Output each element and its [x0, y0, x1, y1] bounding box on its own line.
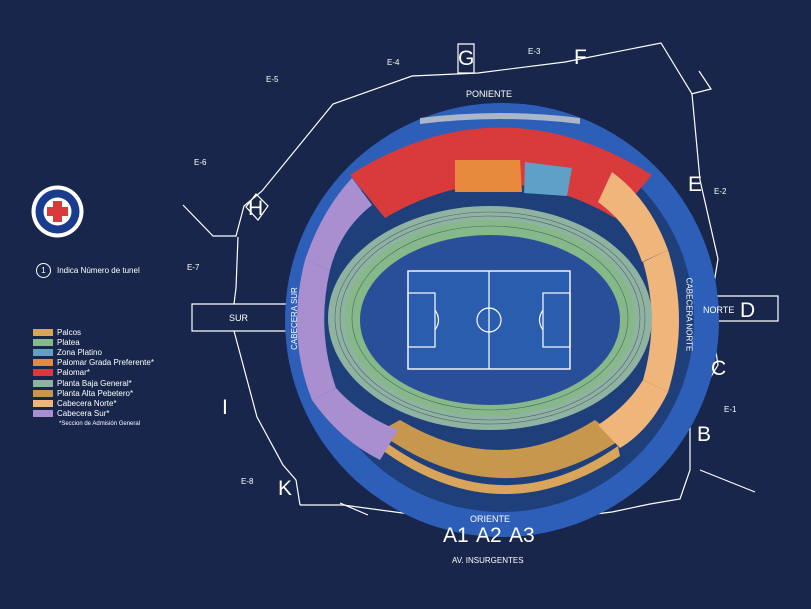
legend-swatch [33, 399, 53, 407]
legend-swatch [33, 328, 53, 336]
legend-item: Platea [33, 337, 154, 347]
legend-item: Planta Baja General* [33, 378, 154, 388]
legend-item: Cabecera Norte* [33, 398, 154, 408]
tunnel-note-text: Indica Número de tunel [57, 266, 140, 275]
label-norte: NORTE [703, 305, 735, 315]
gate-c[interactable]: C [711, 357, 727, 380]
entry-e5: E-5 [266, 75, 279, 84]
club-logo [31, 185, 84, 238]
pitch-lines [407, 271, 571, 369]
tunnel-note: 1 Indica Número de tunel [36, 263, 140, 278]
entry-e1: E-1 [724, 405, 737, 414]
entry-e8: E-8 [241, 477, 254, 486]
entry-e6: E-6 [194, 158, 207, 167]
section-cabecera-norte[interactable] [643, 250, 679, 392]
legend-item: Palomar* [33, 368, 154, 378]
poniente-bar [420, 113, 580, 124]
entry-e3: E-3 [528, 47, 541, 56]
legend-note: *Seccion de Admisión General [59, 420, 141, 427]
gate-i[interactable]: I [222, 396, 228, 419]
section-palcos[interactable] [380, 438, 620, 495]
section-cabecera-norte-upper[interactable] [598, 172, 668, 262]
label-sur: SUR [229, 313, 249, 323]
legend-swatch [33, 379, 53, 387]
gate-a2[interactable]: A2 [476, 524, 502, 547]
gate-f[interactable]: F [574, 46, 587, 69]
legend-item: Cabecera Sur* [33, 409, 154, 419]
legend-item: Zona Platino [33, 347, 154, 357]
gate-h[interactable]: H [248, 197, 264, 220]
entry-e7: E-7 [187, 263, 200, 272]
gate-e[interactable]: E [688, 173, 703, 196]
legend-item: Planta Alta Pebetero* [33, 388, 154, 398]
label-poniente: PONIENTE [466, 89, 513, 99]
label-avenue: AV. INSURGENTES [452, 556, 524, 565]
seat-rows [334, 211, 646, 425]
label-cabecera-norte: CABECERA NORTE [684, 277, 694, 352]
section-cabecera-norte-lower[interactable] [598, 380, 668, 448]
section-cabecera-sur-lower[interactable] [312, 388, 398, 460]
legend-item: Palcos [33, 327, 154, 337]
gate-b[interactable]: B [697, 423, 712, 446]
legend-swatch [33, 348, 53, 356]
legend-swatch [33, 338, 53, 346]
gate-d[interactable]: D [740, 299, 756, 322]
entry-e2: E-2 [714, 187, 727, 196]
legend-swatch [33, 369, 53, 377]
legend-item: Palomar Grada Preferente* [33, 358, 154, 368]
gate-k[interactable]: K [278, 477, 293, 500]
entry-e4: E-4 [387, 58, 400, 67]
label-oriente: ORIENTE [470, 514, 511, 524]
section-palomar-preferente[interactable] [455, 160, 522, 192]
gate-a3[interactable]: A3 [509, 524, 535, 547]
legend-swatch [33, 410, 53, 418]
section-planta-alta-pebetero[interactable] [378, 420, 620, 479]
section-zona-platino[interactable] [524, 162, 572, 196]
tunnel-number-badge: 1 [36, 263, 51, 278]
gate-g[interactable]: G [458, 47, 475, 70]
gate-a1[interactable]: A1 [443, 524, 469, 547]
legend-swatch [33, 389, 53, 397]
section-cabecera-sur-upper[interactable] [305, 178, 372, 270]
legend-swatch [33, 359, 53, 367]
legend: Palcos Platea Zona Platino Palomar Grada… [33, 327, 154, 427]
label-cabecera-sur: CABECERA SUR [289, 287, 299, 350]
section-cabecera-sur[interactable] [296, 260, 336, 400]
